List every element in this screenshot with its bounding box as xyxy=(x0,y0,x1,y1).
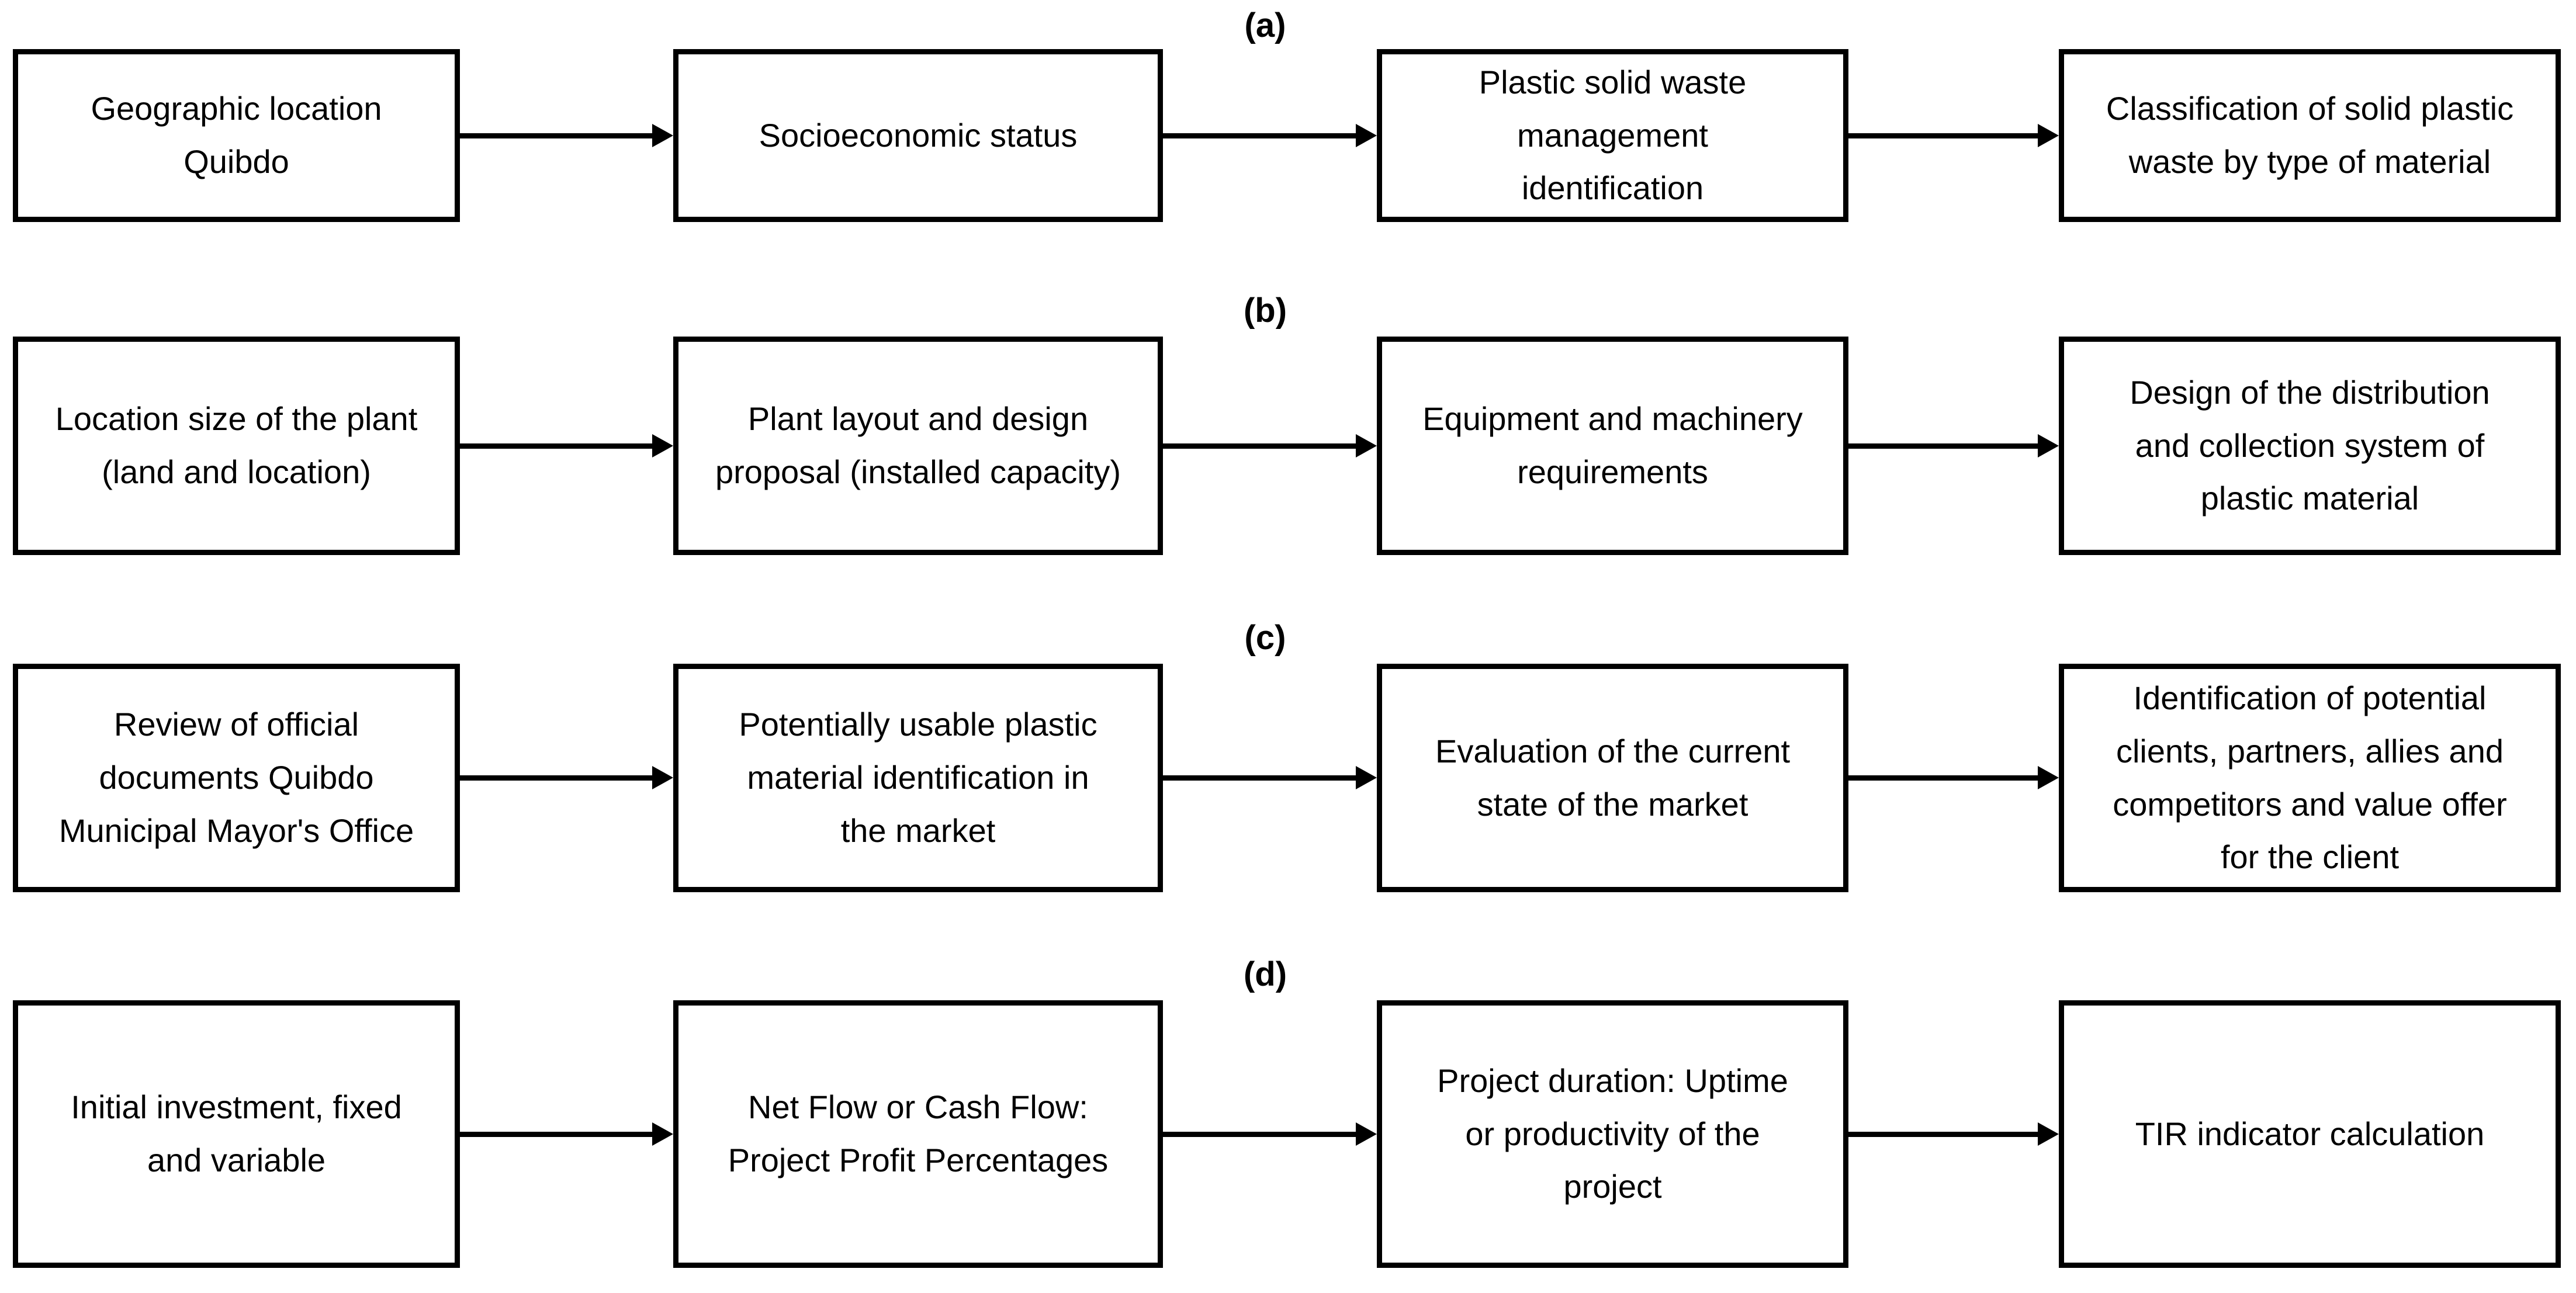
box-usable-plastic-identification: Potentially usable plastic material iden… xyxy=(673,664,1163,892)
flow-arrow-head-icon xyxy=(2038,766,2059,789)
flow-arrow-head-icon xyxy=(2038,124,2059,147)
flow-arrow-head-icon xyxy=(1356,434,1377,457)
flow-arrow-line xyxy=(460,775,652,781)
flow-arrow-head-icon xyxy=(1356,124,1377,147)
box-project-duration: Project duration: Uptime or productivity… xyxy=(1377,1000,1848,1268)
row-label-b: (b) xyxy=(1243,292,1287,330)
flow-arrow-head-icon xyxy=(652,124,673,147)
flow-arrow-line xyxy=(460,443,652,449)
flow-arrow-head-icon xyxy=(2038,1122,2059,1146)
flow-arrow-head-icon xyxy=(652,766,673,789)
box-socioeconomic-status: Socioeconomic status xyxy=(673,49,1163,222)
box-clients-identification: Identification of potential clients, par… xyxy=(2059,664,2561,892)
row-label-a: (a) xyxy=(1244,6,1286,44)
row-label-d: (d) xyxy=(1243,955,1287,993)
box-equipment-requirements: Equipment and machinery requirements xyxy=(1377,337,1848,555)
box-market-evaluation: Evaluation of the current state of the m… xyxy=(1377,664,1848,892)
box-initial-investment: Initial investment, fixed and variable xyxy=(13,1000,460,1268)
box-plant-layout-proposal: Plant layout and design proposal (instal… xyxy=(673,337,1163,555)
flow-arrow-head-icon xyxy=(1356,1122,1377,1146)
flow-arrow-head-icon xyxy=(2038,434,2059,457)
flow-arrow-head-icon xyxy=(1356,766,1377,789)
flow-arrow-line xyxy=(1163,443,1356,449)
box-plant-location-size: Location size of the plant (land and loc… xyxy=(13,337,460,555)
flow-arrow-line xyxy=(1163,1132,1356,1137)
flow-arrow-line xyxy=(1163,775,1356,781)
flow-arrow-head-icon xyxy=(652,434,673,457)
box-distribution-system-design: Design of the distribution and collectio… xyxy=(2059,337,2561,555)
flow-arrow-line xyxy=(1848,133,2038,138)
row-label-c: (c) xyxy=(1244,619,1286,657)
flow-arrow-line xyxy=(460,1132,652,1137)
flow-arrow-line xyxy=(1848,775,2038,781)
box-official-documents-review: Review of official documents Quibdo Muni… xyxy=(13,664,460,892)
box-tir-calculation: TIR indicator calculation xyxy=(2059,1000,2561,1268)
flow-arrow-line xyxy=(460,133,652,138)
box-waste-management-identification: Plastic solid waste management identific… xyxy=(1377,49,1848,222)
flow-arrow-line xyxy=(1848,1132,2038,1137)
flow-arrow-line xyxy=(1848,443,2038,449)
flow-arrow-line xyxy=(1163,133,1356,138)
box-waste-classification: Classification of solid plastic waste by… xyxy=(2059,49,2561,222)
box-geographic-location: Geographic location Quibdo xyxy=(13,49,460,222)
box-net-cash-flow: Net Flow or Cash Flow: Project Profit Pe… xyxy=(673,1000,1163,1268)
flow-arrow-head-icon xyxy=(652,1122,673,1146)
